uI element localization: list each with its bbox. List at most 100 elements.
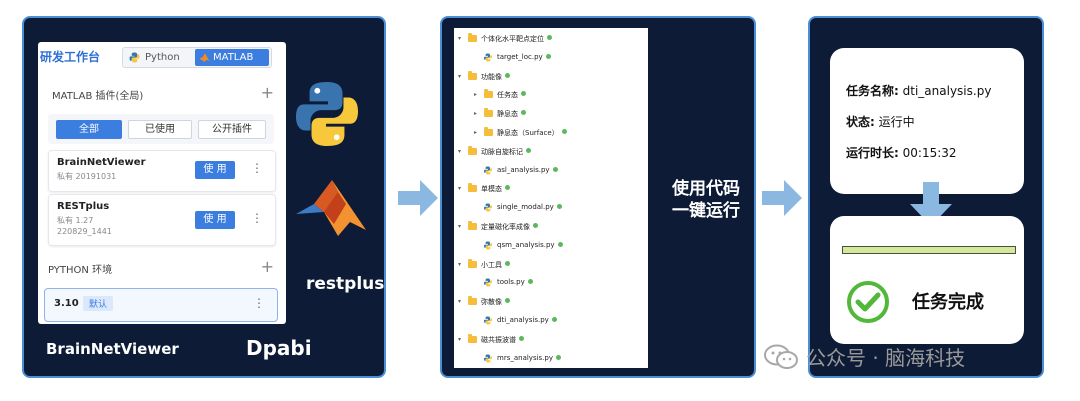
wechat-icon xyxy=(764,344,798,369)
python-file-icon xyxy=(484,203,492,212)
filter-used[interactable]: 已使用 xyxy=(128,120,192,139)
task-done-text: 任务完成 xyxy=(912,292,984,313)
use-plugin-button[interactable]: 使 用 xyxy=(195,161,235,179)
chevron-right-icon[interactable]: ▸ xyxy=(474,129,478,136)
workbench-window: 研发工作台 Python MATLAB MATLAB 插件( xyxy=(38,42,286,324)
tree-item-label: 单模态 xyxy=(481,185,502,194)
workbench-header: 研发工作台 Python MATLAB xyxy=(38,42,286,70)
plugin-filter-bar: 全部 已使用 公开插件 xyxy=(48,114,274,144)
folder-icon xyxy=(468,296,477,306)
tree-item-label: 动脉自旋标记 xyxy=(481,147,523,156)
chevron-down-icon[interactable]: ▾ xyxy=(458,223,462,230)
plugin-card: RESTplus 私有 1.27 220829_1441 使 用 ⋮ xyxy=(48,194,276,246)
task-name-label: 任务名称: xyxy=(846,84,899,98)
more-options-icon[interactable]: ⋮ xyxy=(251,161,263,175)
plugin-name: BrainNetViewer xyxy=(57,157,146,168)
folder-icon xyxy=(484,89,493,99)
tree-item-label: 任务态 xyxy=(497,91,518,100)
workbench-panel: 研发工作台 Python MATLAB MATLAB 插件( xyxy=(22,16,386,378)
more-options-icon[interactable]: ⋮ xyxy=(253,296,265,310)
tree-item-label: 功能像 xyxy=(481,72,502,81)
chevron-right-icon[interactable]: ▸ xyxy=(474,110,478,118)
folder-icon xyxy=(484,127,493,136)
tree-item-label: target_loc.py xyxy=(497,52,543,61)
matlab-icon xyxy=(199,53,210,62)
python-file-icon xyxy=(484,354,492,363)
matlab-section-header: MATLAB 插件(全局) + xyxy=(38,82,286,104)
chevron-down-icon[interactable]: ▾ xyxy=(458,260,462,268)
python-file-icon xyxy=(484,316,492,325)
plugin-meta-line: 私有 1.27 xyxy=(57,216,94,225)
python-file-icon xyxy=(484,166,492,175)
duration-row: 运行时长: 00:15:32 xyxy=(846,144,957,161)
status-dot-icon xyxy=(505,72,510,78)
status-dot-icon xyxy=(562,129,567,134)
status-dot-icon xyxy=(552,317,557,322)
task-panel: 任务名称: dti_analysis.py 状态: 运行中 运行时长: 00:1… xyxy=(808,16,1044,378)
chevron-down-icon[interactable]: ▾ xyxy=(458,185,462,193)
status-value: 运行中 xyxy=(878,115,915,129)
python-icon xyxy=(129,52,140,63)
arrow-right-icon xyxy=(762,180,802,216)
python-file-icon xyxy=(484,53,492,62)
task-name-row: 任务名称: dti_analysis.py xyxy=(846,82,991,99)
status-dot-icon xyxy=(526,147,531,153)
watermark-text: 公众号 · 脑海科技 xyxy=(806,346,966,370)
chevron-down-icon[interactable]: ▾ xyxy=(458,35,462,42)
tree-item-label: 弥散像 xyxy=(481,298,502,307)
tree-item-label: 个体化水平靶点定位 xyxy=(481,35,544,43)
python-env-card[interactable]: 3.10 默认 ⋮ xyxy=(44,288,278,322)
tab-matlab[interactable]: MATLAB xyxy=(195,49,269,66)
tab-python[interactable]: Python xyxy=(127,48,180,67)
chevron-down-icon[interactable]: ▾ xyxy=(458,72,462,80)
plugin-card: BrainNetViewer 私有 20191031 使 用 ⋮ xyxy=(48,150,276,192)
check-circle-icon xyxy=(847,281,889,323)
folder-icon xyxy=(484,108,493,118)
status-dot-icon xyxy=(505,185,510,191)
chevron-right-icon[interactable]: ▸ xyxy=(474,91,478,99)
status-dot-icon xyxy=(533,223,538,228)
dpabi-label: Dpabi xyxy=(246,336,312,360)
file-tree: ▾ 个体化水平靶点定位 target_loc.py ▾ 功能像 ▸ 任务态 ▸ 静息态 ▸ 静息态（… xyxy=(454,28,648,368)
status-dot-icon xyxy=(505,260,510,266)
duration-label: 运行时长: xyxy=(846,146,899,160)
status-dot-icon xyxy=(546,53,551,59)
filter-public[interactable]: 公开插件 xyxy=(198,120,266,139)
add-matlab-plugin-button[interactable]: + xyxy=(260,83,274,102)
tree-item-label: 静息态（Surface） xyxy=(497,129,559,137)
chevron-down-icon[interactable]: ▾ xyxy=(458,335,462,343)
folder-icon xyxy=(468,70,477,80)
folder-icon xyxy=(468,183,477,193)
status-dot-icon xyxy=(521,91,526,97)
status-dot-icon xyxy=(558,241,563,247)
matlab-logo-icon xyxy=(296,180,366,236)
folder-icon xyxy=(468,33,477,42)
tab-python-label: Python xyxy=(145,52,180,63)
language-switch[interactable]: Python MATLAB xyxy=(122,47,272,68)
add-python-env-button[interactable]: + xyxy=(260,257,274,276)
folder-icon xyxy=(468,221,477,230)
status-dot-icon xyxy=(521,110,526,116)
more-options-icon[interactable]: ⋮ xyxy=(251,211,263,225)
tree-item-label: asl_analysis.py xyxy=(497,165,550,174)
tree-item-label: 磁共振波谱 xyxy=(481,335,516,344)
chevron-down-icon[interactable]: ▾ xyxy=(458,147,462,155)
folder-icon xyxy=(468,145,477,155)
workbench-title: 研发工作台 xyxy=(40,50,101,64)
status-label: 状态: xyxy=(846,115,875,129)
env-version: 3.10 xyxy=(54,298,79,309)
task-name-value: dti_analysis.py xyxy=(902,84,992,98)
filter-all[interactable]: 全部 xyxy=(56,120,122,139)
chevron-down-icon[interactable]: ▾ xyxy=(458,298,462,306)
use-plugin-button[interactable]: 使 用 xyxy=(195,211,235,229)
matlab-section-title: MATLAB 插件(全局) xyxy=(52,91,144,102)
status-dot-icon xyxy=(528,279,533,285)
default-badge: 默认 xyxy=(83,296,114,311)
tree-item-label: 静息态 xyxy=(497,110,518,119)
restplus-label: restplus xyxy=(306,274,385,294)
duration-value: 00:15:32 xyxy=(902,146,957,160)
tree-item-label: 定量磁化率成像 xyxy=(481,223,530,231)
caption-line: 使用代码 xyxy=(672,179,740,199)
python-section-header: PYTHON 环境 + xyxy=(38,256,286,278)
code-panel: ▾ 个体化水平靶点定位 target_loc.py ▾ 功能像 ▸ 任务态 ▸ 静息态 ▸ 静息态（… xyxy=(440,16,756,378)
